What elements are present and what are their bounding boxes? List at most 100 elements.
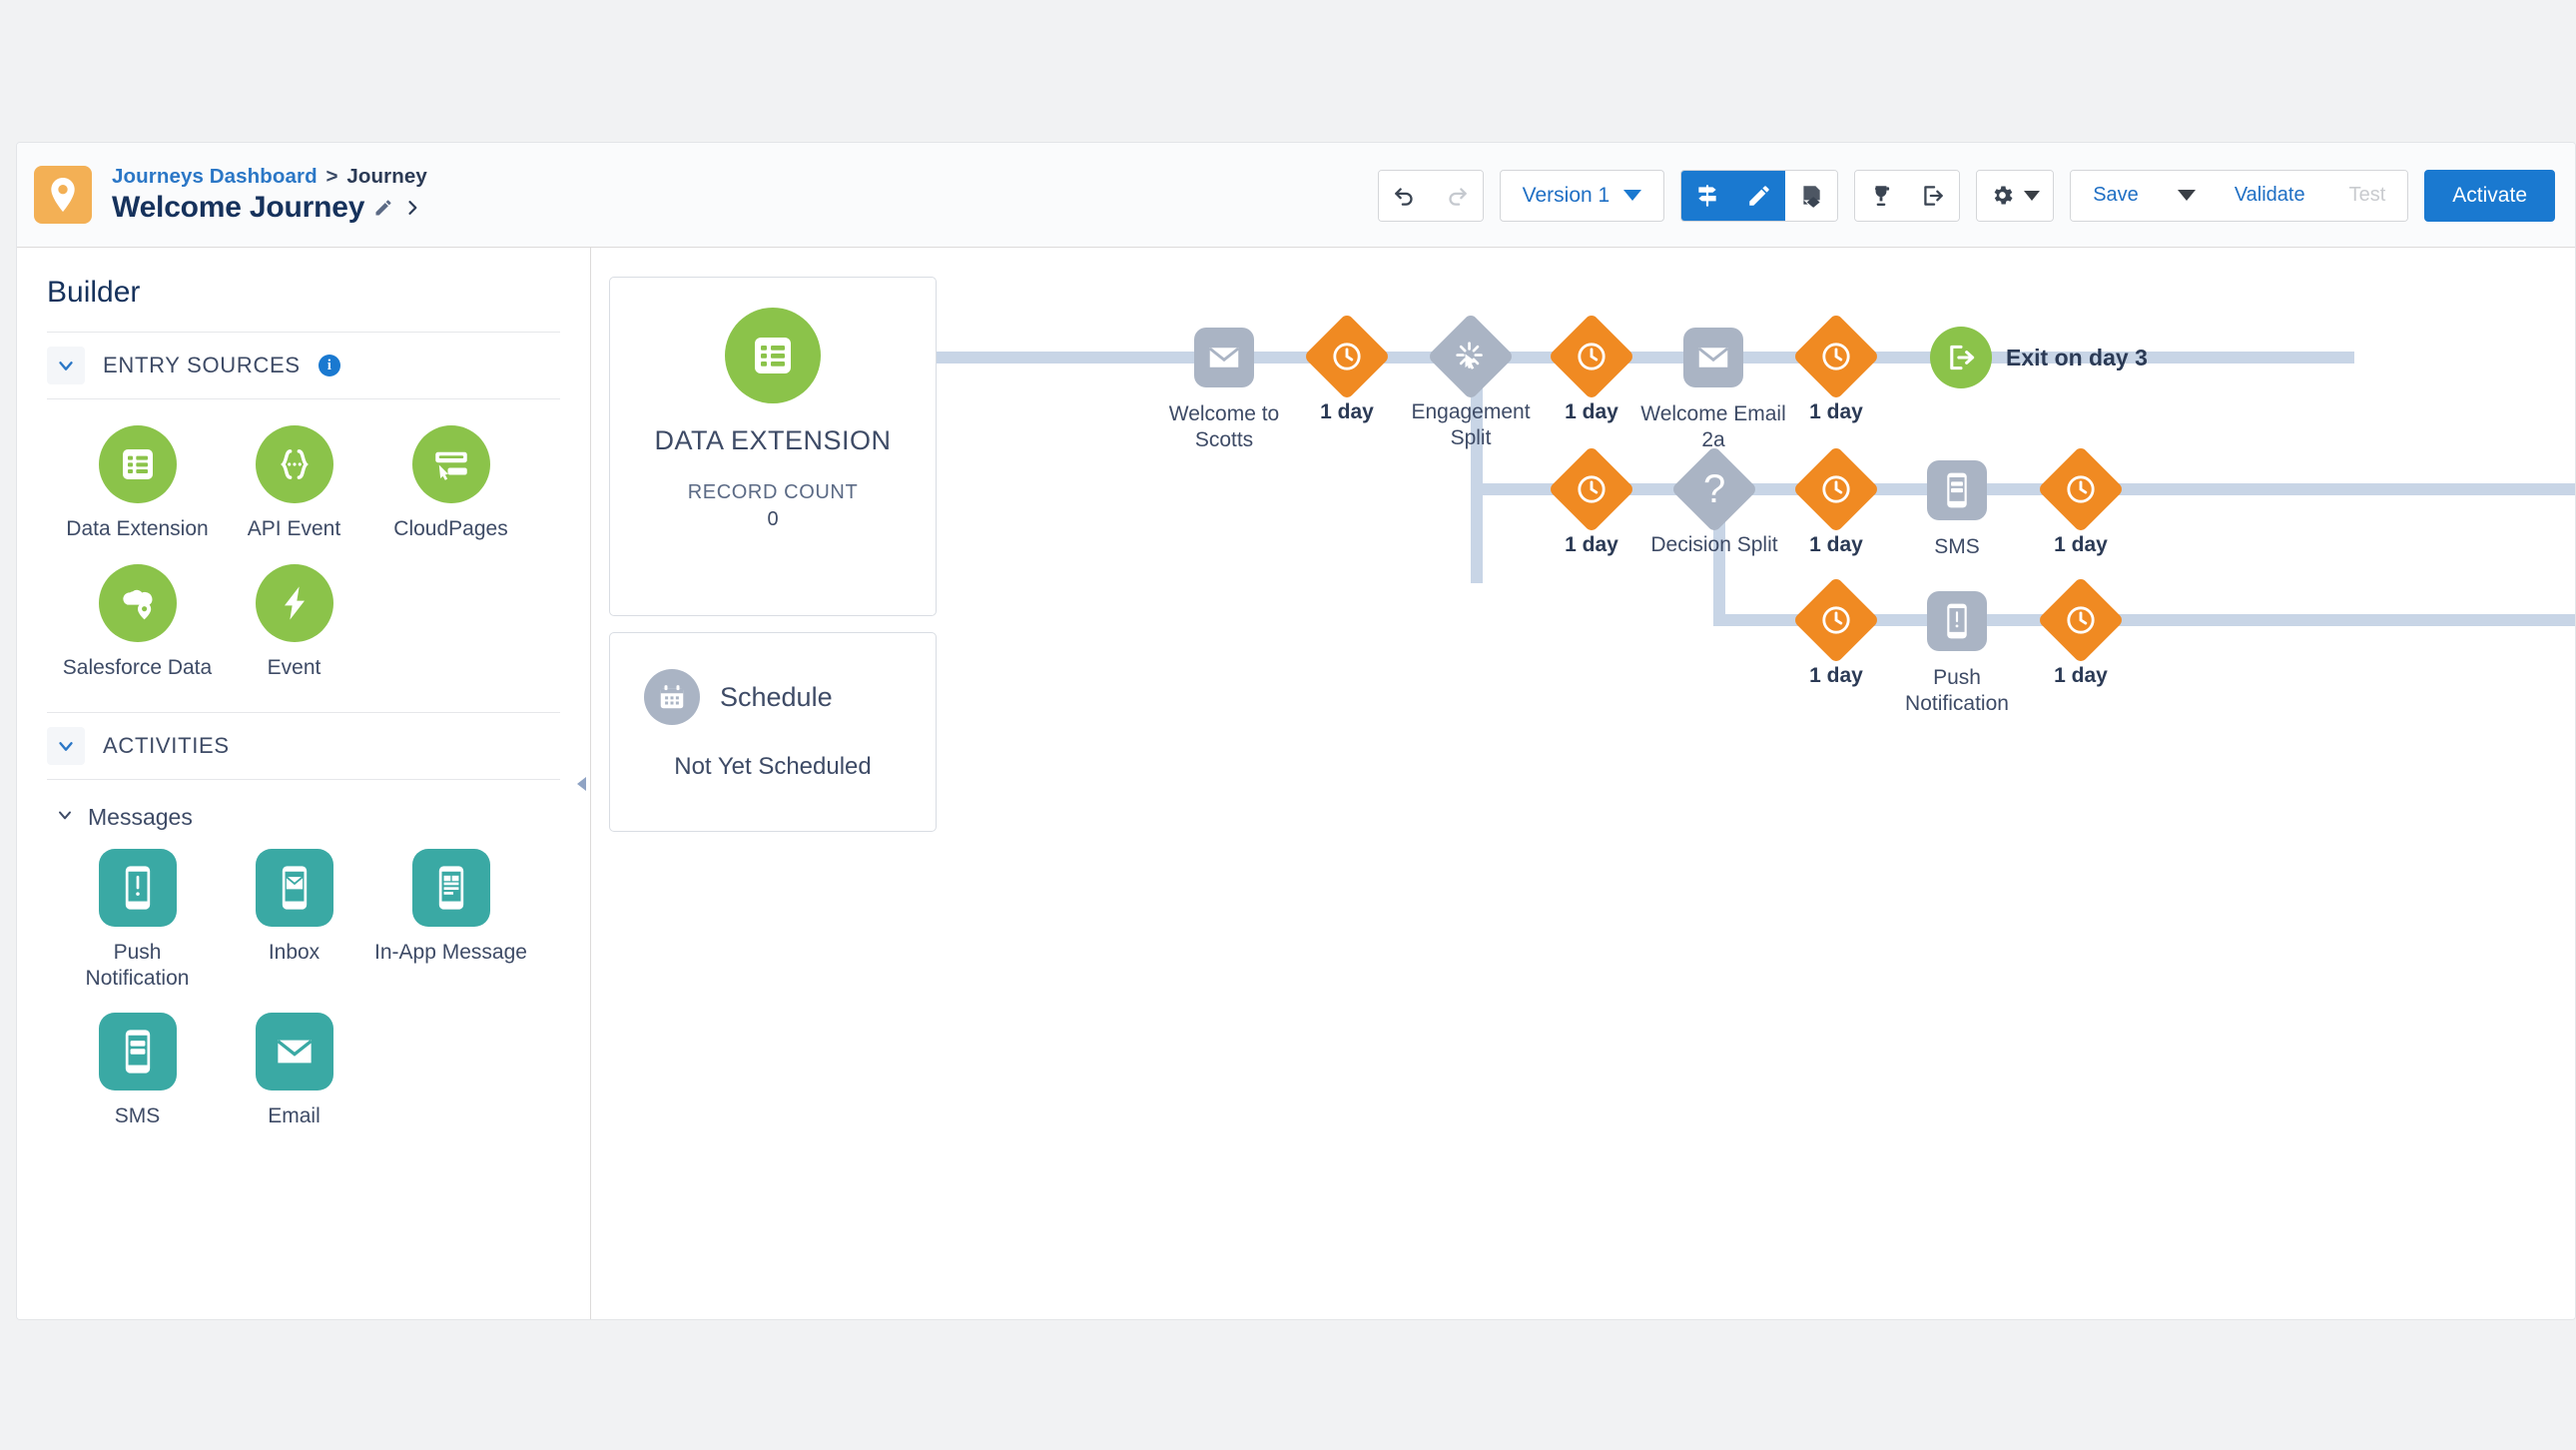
node-label: Welcome Email 2a [1640,402,1786,451]
push-notification-icon [98,849,177,928]
journey-node-wait-7[interactable]: 1 day [1792,576,1880,687]
journey-node-wait-4[interactable]: 1 day [1548,445,1635,556]
entry-source-card[interactable]: DATA EXTENSION RECORD COUNT 0 [609,277,937,616]
header-toolbar: Version 1 [1377,143,2555,248]
sidebar-item-label: CloudPages [393,517,508,540]
journey-node-sms[interactable]: SMS [1927,460,1987,558]
save-button[interactable]: Save [2071,170,2161,221]
journey-node-wait-3[interactable]: 1 day [1792,313,1880,423]
node-label: 1 day [1809,400,1863,423]
schedule-title: Schedule [720,681,833,712]
journey-node-wait-5[interactable]: 1 day [1792,445,1880,556]
sidebar-item-label: Push Notification [85,941,190,990]
sidebar-item-label: In-App Message [374,941,527,965]
redo-icon[interactable] [1430,170,1483,221]
node-label: Welcome to Scotts [1168,402,1280,451]
sidebar-item-api-event[interactable]: API Event [216,425,372,542]
data-extension-icon [725,308,821,403]
version-selector[interactable]: Version 1 [1499,169,1665,222]
sidebar-item-label: Inbox [268,941,321,965]
sidebar-section-entry-sources[interactable]: ENTRY SOURCES i [47,332,560,399]
sidebar-title: Builder [47,276,141,309]
sidebar-item-label: Data Extension [66,517,209,540]
activities-messages-grid: Push Notification Inbox In-App Message [17,835,590,1161]
journey-canvas[interactable]: DATA EXTENSION RECORD COUNT 0 Schedule N… [591,248,2575,1319]
header-brand: Journeys Dashboard > Journey Welcome Jou… [17,165,427,225]
lightning-bolt-icon [255,563,333,642]
record-count-value: 0 [767,508,779,530]
question-mark-icon: ? [1670,445,1758,533]
node-label: 1 day [2054,533,2108,556]
clock-icon [2037,445,2125,533]
layers-icon[interactable] [1785,170,1838,221]
goals-exit-group [1854,169,1961,222]
chevron-down-icon[interactable] [47,347,85,384]
sidebar-item-sms[interactable]: SMS [59,1013,216,1129]
calendar-icon [644,669,700,725]
validate-button[interactable]: Validate [2212,170,2327,221]
salesforce-cloud-icon [98,563,177,642]
section-label-activities: ACTIVITIES [103,733,230,759]
sidebar-item-in-app-message[interactable]: In-App Message [372,849,529,991]
record-count-label: RECORD COUNT [687,481,859,503]
settings-group [1976,169,2055,222]
journey-node-email-welcome-to-scotts[interactable]: Welcome to Scotts [1169,328,1279,451]
breadcrumb-journeys-dashboard[interactable]: Journeys Dashboard [112,165,318,189]
test-button: Test [2326,170,2408,221]
journey-node-wait-8[interactable]: 1 day [2037,576,2125,687]
journey-node-wait-2[interactable]: 1 day [1548,313,1635,423]
journey-node-exit[interactable]: Exit on day 3 [1930,327,2148,388]
pencil-icon[interactable] [1733,170,1786,221]
sidebar-item-cloudpages[interactable]: CloudPages [372,425,529,542]
chevron-down-icon [55,805,75,830]
info-icon[interactable]: i [318,355,340,376]
exit-icon[interactable] [1907,170,1960,221]
schedule-card[interactable]: Schedule Not Yet Scheduled [609,632,937,832]
chevron-right-icon[interactable] [402,198,422,218]
gear-icon[interactable] [1977,170,2054,221]
pencil-icon[interactable] [373,198,393,218]
node-label: 1 day [1809,533,1863,556]
sidebar-item-event[interactable]: Event [216,563,372,681]
sidebar-item-label: Event [267,655,322,679]
sidebar-item-label: SMS [114,1104,161,1128]
journey-node-email-welcome-email-2a[interactable]: Welcome Email 2a [1640,328,1786,451]
version-label: Version 1 [1522,183,1610,207]
subsection-label: Messages [88,804,193,831]
sms-icon [1927,460,1987,520]
journey-node-wait-1[interactable]: 1 day [1303,313,1391,423]
node-label: 1 day [1809,664,1863,687]
breadcrumb-journey: Journey [346,165,427,189]
push-notification-icon [1927,591,1987,651]
journey-node-decision-split[interactable]: ? Decision Split [1650,445,1778,556]
engagement-split-icon [1427,313,1515,400]
signpost-icon[interactable] [1681,170,1734,221]
sidebar-item-salesforce-data[interactable]: Salesforce Data [59,563,216,681]
node-label: Engagement Split [1411,400,1531,449]
sidebar-item-inbox[interactable]: Inbox [216,849,372,991]
undo-icon[interactable] [1378,170,1431,221]
journey-node-engagement-split[interactable]: Engagement Split [1411,313,1531,449]
journey-title-row: Welcome Journey [112,191,427,225]
chevron-down-icon[interactable] [47,727,85,766]
sidebar-item-data-extension[interactable]: Data Extension [59,425,216,542]
connector-split1-vertical [1471,352,1483,583]
sidebar-item-email[interactable]: Email [216,1013,372,1129]
journey-node-wait-6[interactable]: 1 day [2037,445,2125,556]
save-dropdown-button[interactable] [2160,170,2213,221]
entry-source-name: DATA EXTENSION [654,425,892,455]
clock-icon [1303,313,1391,400]
journey-node-push-notification[interactable]: Push Notification [1905,591,2009,715]
email-icon [1683,328,1743,387]
exit-icon [1930,327,1992,388]
sidebar-item-push-notification[interactable]: Push Notification [59,849,216,991]
sidebar-subsection-messages[interactable]: Messages [17,780,590,835]
cloudpages-icon [411,425,490,503]
breadcrumb-separator: > [325,165,338,189]
sidebar-collapse-handle[interactable] [573,764,590,804]
activate-button[interactable]: Activate [2424,169,2555,222]
sidebar-section-activities[interactable]: ACTIVITIES [47,712,560,781]
clock-icon [1792,313,1880,400]
trophy-icon[interactable] [1855,170,1908,221]
page-title: Welcome Journey [112,190,365,224]
